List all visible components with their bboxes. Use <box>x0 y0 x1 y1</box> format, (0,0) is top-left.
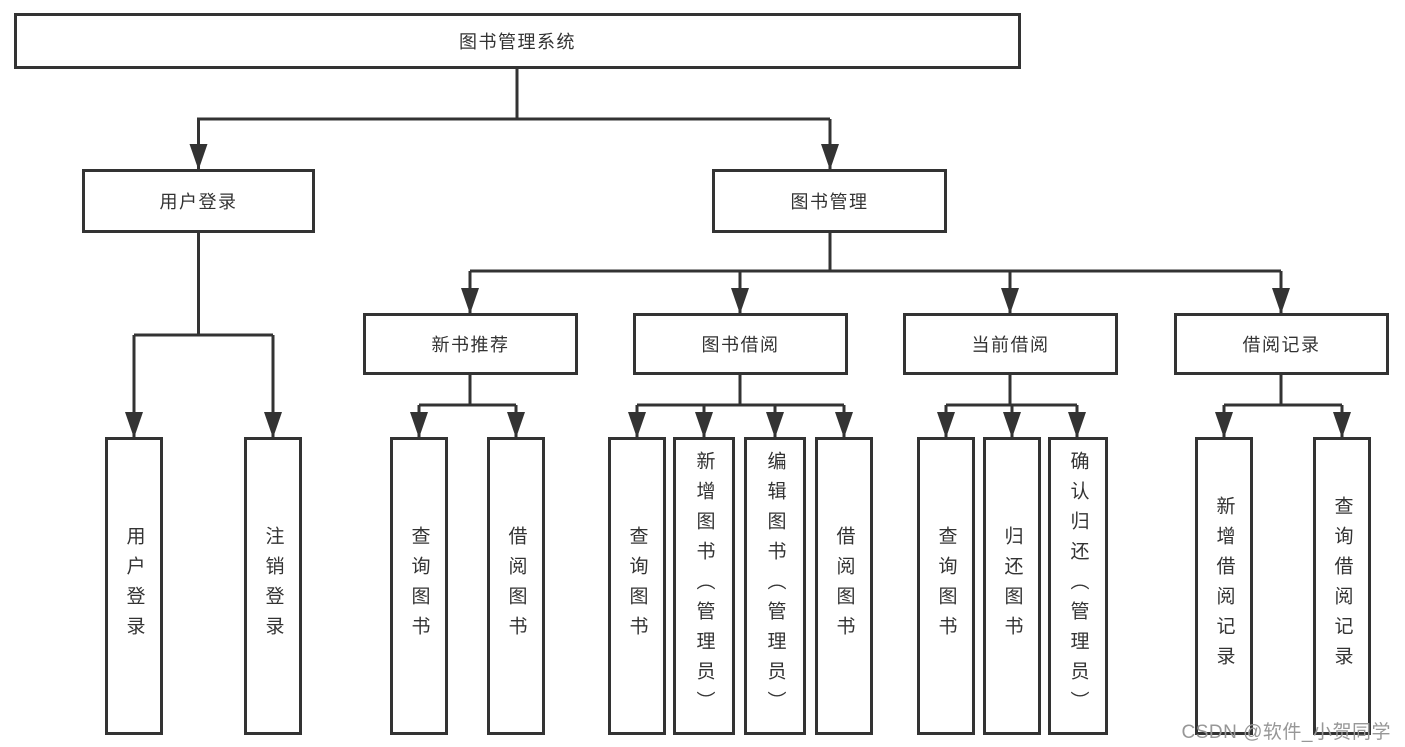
leaf-borrow-books-label: 借阅图书 <box>833 526 855 646</box>
node-book-borrowing-label: 图书借阅 <box>701 335 780 355</box>
node-book-management-label: 图书管理 <box>790 192 869 212</box>
node-current-borrowing: 当前借阅 <box>903 313 1118 375</box>
leaf-logout: 注销登录 <box>244 437 302 735</box>
leaf-return-books: 归还图书 <box>983 437 1041 735</box>
leaf-borrow-books: 借阅图书 <box>815 437 873 735</box>
leaf-query-books-borrowing: 查询图书 <box>608 437 666 735</box>
node-book-management: 图书管理 <box>712 169 947 233</box>
node-new-book-recommend-label: 新书推荐 <box>431 335 510 355</box>
leaf-user-login-label: 用户登录 <box>123 526 145 646</box>
leaf-confirm-return-admin-label: 确认归还（管理员） <box>1067 451 1089 721</box>
node-user-login-label: 用户登录 <box>159 192 238 212</box>
leaf-query-borrow-record: 查询借阅记录 <box>1313 437 1371 735</box>
leaf-borrow-books-recommend-label: 借阅图书 <box>505 526 527 646</box>
node-book-borrowing: 图书借阅 <box>633 313 848 375</box>
leaf-query-borrow-record-label: 查询借阅记录 <box>1331 496 1353 676</box>
node-new-book-recommend: 新书推荐 <box>363 313 578 375</box>
leaf-query-books-borrowing-label: 查询图书 <box>626 526 648 646</box>
leaf-query-books-current-label: 查询图书 <box>935 526 957 646</box>
leaf-query-books-recommend: 查询图书 <box>390 437 448 735</box>
leaf-add-books-admin: 新增图书（管理员） <box>673 437 735 735</box>
leaf-confirm-return-admin: 确认归还（管理员） <box>1048 437 1108 735</box>
leaf-return-books-label: 归还图书 <box>1001 526 1023 646</box>
node-root-system: 图书管理系统 <box>14 13 1021 69</box>
node-root-system-label: 图书管理系统 <box>459 32 576 52</box>
leaf-user-login: 用户登录 <box>105 437 163 735</box>
node-user-login: 用户登录 <box>82 169 315 233</box>
leaf-edit-books-admin: 编辑图书（管理员） <box>744 437 806 735</box>
leaf-query-books-recommend-label: 查询图书 <box>408 526 430 646</box>
leaf-add-borrow-record: 新增借阅记录 <box>1195 437 1253 735</box>
leaf-add-borrow-record-label: 新增借阅记录 <box>1213 496 1235 676</box>
watermark: CSDN @软件_小贺同学 <box>1181 722 1391 743</box>
leaf-logout-label: 注销登录 <box>262 526 284 646</box>
node-borrowing-records-label: 借阅记录 <box>1242 335 1321 355</box>
leaf-add-books-admin-label: 新增图书（管理员） <box>693 451 715 721</box>
leaf-query-books-current: 查询图书 <box>917 437 975 735</box>
leaf-borrow-books-recommend: 借阅图书 <box>487 437 545 735</box>
node-current-borrowing-label: 当前借阅 <box>971 335 1050 355</box>
leaf-edit-books-admin-label: 编辑图书（管理员） <box>764 451 786 721</box>
node-borrowing-records: 借阅记录 <box>1174 313 1389 375</box>
